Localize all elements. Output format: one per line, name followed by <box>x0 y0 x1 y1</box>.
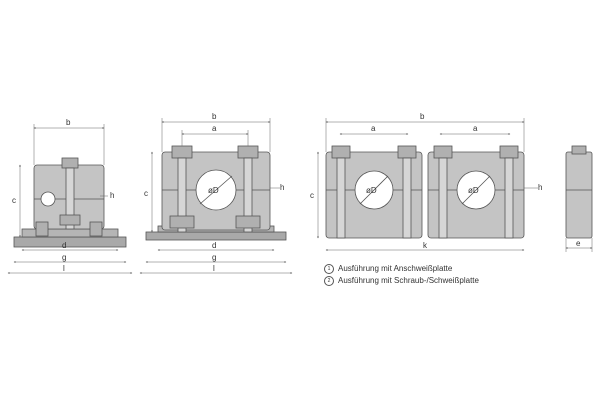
legend-marker-2: 2 <box>324 276 334 286</box>
legend-item-1: 1 Ausführung mit Anschweißplatte <box>324 264 452 274</box>
dim-label-d-view1: d <box>62 241 66 250</box>
dim-label-diameter-view3-left: øD <box>366 186 377 195</box>
side-view-dimensions <box>565 238 593 252</box>
dim-label-b-view3: b <box>420 112 425 121</box>
double-clamp-view <box>325 145 525 239</box>
dim-label-d-view2: d <box>212 241 216 250</box>
dim-label-k-view3: k <box>423 241 428 250</box>
dim-label-h-view2: h <box>280 183 284 192</box>
dim-label-c-view2: c <box>144 189 148 198</box>
legend-marker-1: 1 <box>324 264 334 274</box>
dim-label-h-view1: h <box>110 191 114 200</box>
clamp-front-view <box>145 145 287 241</box>
legend-text-1: Ausführung mit Anschweißplatte <box>338 264 453 273</box>
clamp-side-view <box>565 145 593 239</box>
dim-label-a-view3-right: a <box>473 124 478 133</box>
dim-label-l-view1: l <box>63 264 65 273</box>
dim-label-a-view2: a <box>212 124 217 133</box>
dim-label-c-view3: c <box>310 191 314 200</box>
dim-label-a-view3-left: a <box>371 124 376 133</box>
dim-label-h-view3: h <box>538 183 542 192</box>
dim-label-diameter-view2: øD <box>208 186 219 195</box>
single-clamp-dimensions <box>7 124 133 274</box>
dim-label-c-view1: c <box>12 196 16 205</box>
legend-item-2: 2 Ausführung mit Schraub-/Schweißplatte <box>324 276 479 286</box>
dim-label-l-view2: l <box>213 264 215 273</box>
double-clamp-dimensions <box>317 118 538 251</box>
dim-label-diameter-view3-right: øD <box>468 186 479 195</box>
dim-label-g-view1: g <box>62 253 66 262</box>
single-clamp-side-view <box>13 157 127 248</box>
dim-label-b-view1: b <box>66 118 71 127</box>
legend-text-2: Ausführung mit Schraub-/Schweißplatte <box>338 276 479 285</box>
clamp-front-dimensions <box>139 118 293 274</box>
dim-label-b-view2: b <box>212 112 217 121</box>
dim-label-g-view2: g <box>212 253 216 262</box>
dim-label-e-view4: e <box>576 239 581 248</box>
